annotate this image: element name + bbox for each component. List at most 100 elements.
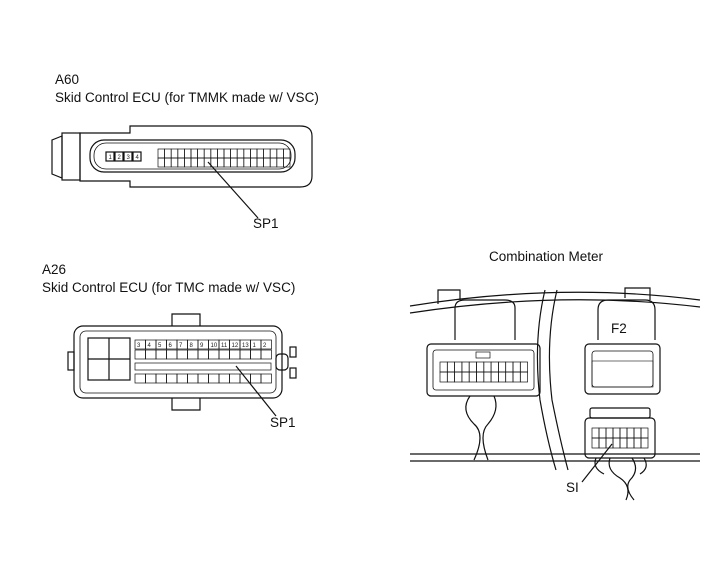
a60-pin-cell — [217, 157, 225, 168]
a26-pin-label: 11 — [221, 343, 228, 349]
meter-left-pin-cell — [446, 371, 455, 383]
a60-pin-cell — [283, 148, 291, 159]
a26-pin-label: 7 — [179, 343, 183, 349]
a26-pin-cell — [155, 349, 167, 360]
a60-pin-cell — [236, 148, 245, 159]
meter-left-pin-cell — [483, 361, 492, 373]
a60-connector-code: A60 — [55, 72, 80, 87]
a26-sp1-callout: SP1 — [270, 415, 296, 430]
meter-si-callout: SI — [566, 480, 579, 495]
meter-left-pin-cell — [512, 361, 521, 373]
meter-left-pin-cell — [476, 361, 485, 373]
a60-pin-cell — [269, 148, 278, 159]
a60-pin-grid — [157, 148, 291, 168]
a60-pin-cell — [230, 148, 238, 159]
meter-left-pin-cell — [490, 371, 499, 383]
meter-left-pin-cell — [461, 361, 470, 373]
a60-pin-cell — [276, 148, 284, 159]
a60-pin-cell — [236, 157, 245, 168]
a26-connector-code: A26 — [42, 262, 67, 277]
meter-si-pin-cell — [626, 437, 635, 449]
a60-pin-cell — [157, 157, 165, 168]
a60-pin-cell — [269, 157, 278, 168]
a60-small-pin — [132, 151, 142, 162]
meter-left-pin-cell — [446, 361, 455, 373]
a60-pin-cell — [276, 157, 284, 168]
a60-pin-cell — [210, 148, 218, 159]
a26-pin-cell — [260, 373, 272, 384]
a26-sp1-leader — [235, 365, 277, 417]
a60-pin-cell — [164, 157, 172, 168]
a60-pin-cell — [283, 157, 291, 168]
meter-si-pin-cell — [619, 427, 628, 439]
a26-pin-cell — [166, 373, 178, 384]
a26-pin-cell — [229, 349, 241, 360]
meter-left-pin-cell — [483, 371, 492, 383]
a26-pin-label: 8 — [190, 343, 194, 349]
meter-si-leader — [581, 443, 613, 483]
meter-left-pin-cell — [468, 361, 477, 373]
a26-pin-cell — [218, 373, 230, 384]
a60-pin-cell — [184, 157, 192, 168]
meter-si-pin-cell — [612, 427, 621, 439]
meter-left-pin-cell — [476, 371, 485, 383]
a26-pin-cell — [134, 349, 146, 360]
a26-pin-cell — [260, 349, 272, 360]
meter-left-pin-cell — [505, 371, 514, 383]
a60-pin-cell — [184, 148, 192, 159]
a60-pin-cell — [223, 148, 231, 159]
a60-pin-cell — [164, 148, 172, 159]
a26-pin-label: 1 — [253, 343, 257, 349]
meter-si-pin-cell — [640, 437, 649, 449]
meter-left-pin-grid — [439, 351, 528, 383]
a26-pin-label: 3 — [137, 343, 141, 349]
a60-sp1-leader — [207, 161, 259, 219]
a26-pin-cell — [197, 373, 209, 384]
meter-title: Combination Meter — [489, 249, 604, 264]
meter-left-pin-cell — [505, 361, 514, 373]
meter-left-pin-cell — [461, 371, 470, 383]
a60-pin-cell — [250, 148, 258, 159]
a60-pin-cell — [190, 148, 198, 159]
a26-pin-cell — [250, 349, 262, 360]
meter-left-pin-cell — [439, 361, 448, 373]
a26-pin-cell — [176, 373, 188, 384]
meter-left-pin-cell — [498, 371, 507, 383]
a60-pin-cell — [256, 148, 264, 159]
a26-pin-cell — [218, 349, 230, 360]
a26-pin-label: 4 — [148, 343, 152, 349]
a60-small-pin-label: 4 — [136, 155, 140, 161]
a26-pin-label: 9 — [200, 343, 204, 349]
a60-pin-cell — [203, 148, 212, 159]
a26-pin-slot — [134, 362, 272, 371]
a60-pin-cell — [256, 157, 264, 168]
a26-pin-cell — [145, 373, 157, 384]
a26-pin-cell — [229, 373, 241, 384]
a26-pin-cell — [166, 349, 178, 360]
a26-pin-cell — [145, 349, 157, 360]
a60-connector-title: Skid Control ECU (for TMMK made w/ VSC) — [55, 90, 319, 105]
a26-connector-title: Skid Control ECU (for TMC made w/ VSC) — [42, 280, 296, 295]
meter-left-pin-cell — [512, 371, 521, 383]
a26-pin-cell — [197, 349, 209, 360]
a26-pin-cell — [187, 373, 199, 384]
a60-pin-cell — [263, 148, 271, 159]
a60-sp1-callout: SP1 — [253, 216, 279, 231]
meter-si-pin-cell — [591, 427, 600, 439]
meter-left-pin-cell — [490, 361, 499, 373]
a60-pin-cell — [170, 148, 179, 159]
a60-pin-cell — [243, 148, 251, 159]
meter-f2-label: F2 — [611, 321, 627, 336]
a60-pin-cell — [217, 148, 225, 159]
meter-si-pin-cell — [626, 427, 635, 439]
a26-pin-label: 6 — [169, 343, 173, 349]
meter-si-pin-cell — [598, 437, 607, 449]
meter-si-pin-grid — [591, 427, 649, 449]
a60-pin-cell — [157, 148, 165, 159]
meter-left-pin-cell — [439, 371, 448, 383]
a26-pin-cell — [155, 373, 167, 384]
